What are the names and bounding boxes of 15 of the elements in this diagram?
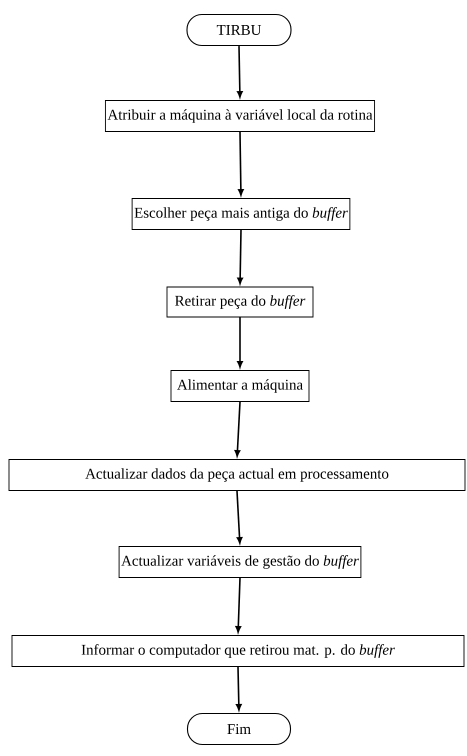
arrow <box>235 578 242 633</box>
process-box: Informar o computador que retirou mat. p. do buffer <box>12 635 464 667</box>
arrow <box>236 666 242 711</box>
arrow <box>238 132 244 196</box>
arrow <box>236 46 243 98</box>
process-box: Escolher peça mais antiga do buffer <box>132 198 350 230</box>
process-box: Alimentar a máquina <box>170 370 310 402</box>
process-box: Atribuir a máquina à variável local da rotina <box>104 100 376 132</box>
arrow <box>237 317 243 368</box>
arrow <box>236 490 242 544</box>
arrow <box>237 230 244 284</box>
process-box: Retirar peça do buffer <box>166 286 314 318</box>
process-box: Actualizar dados da peça actual em processamento <box>8 459 466 491</box>
process-box: Actualizar variáveis de gestão do buffer <box>118 546 362 578</box>
arrow <box>234 402 241 457</box>
